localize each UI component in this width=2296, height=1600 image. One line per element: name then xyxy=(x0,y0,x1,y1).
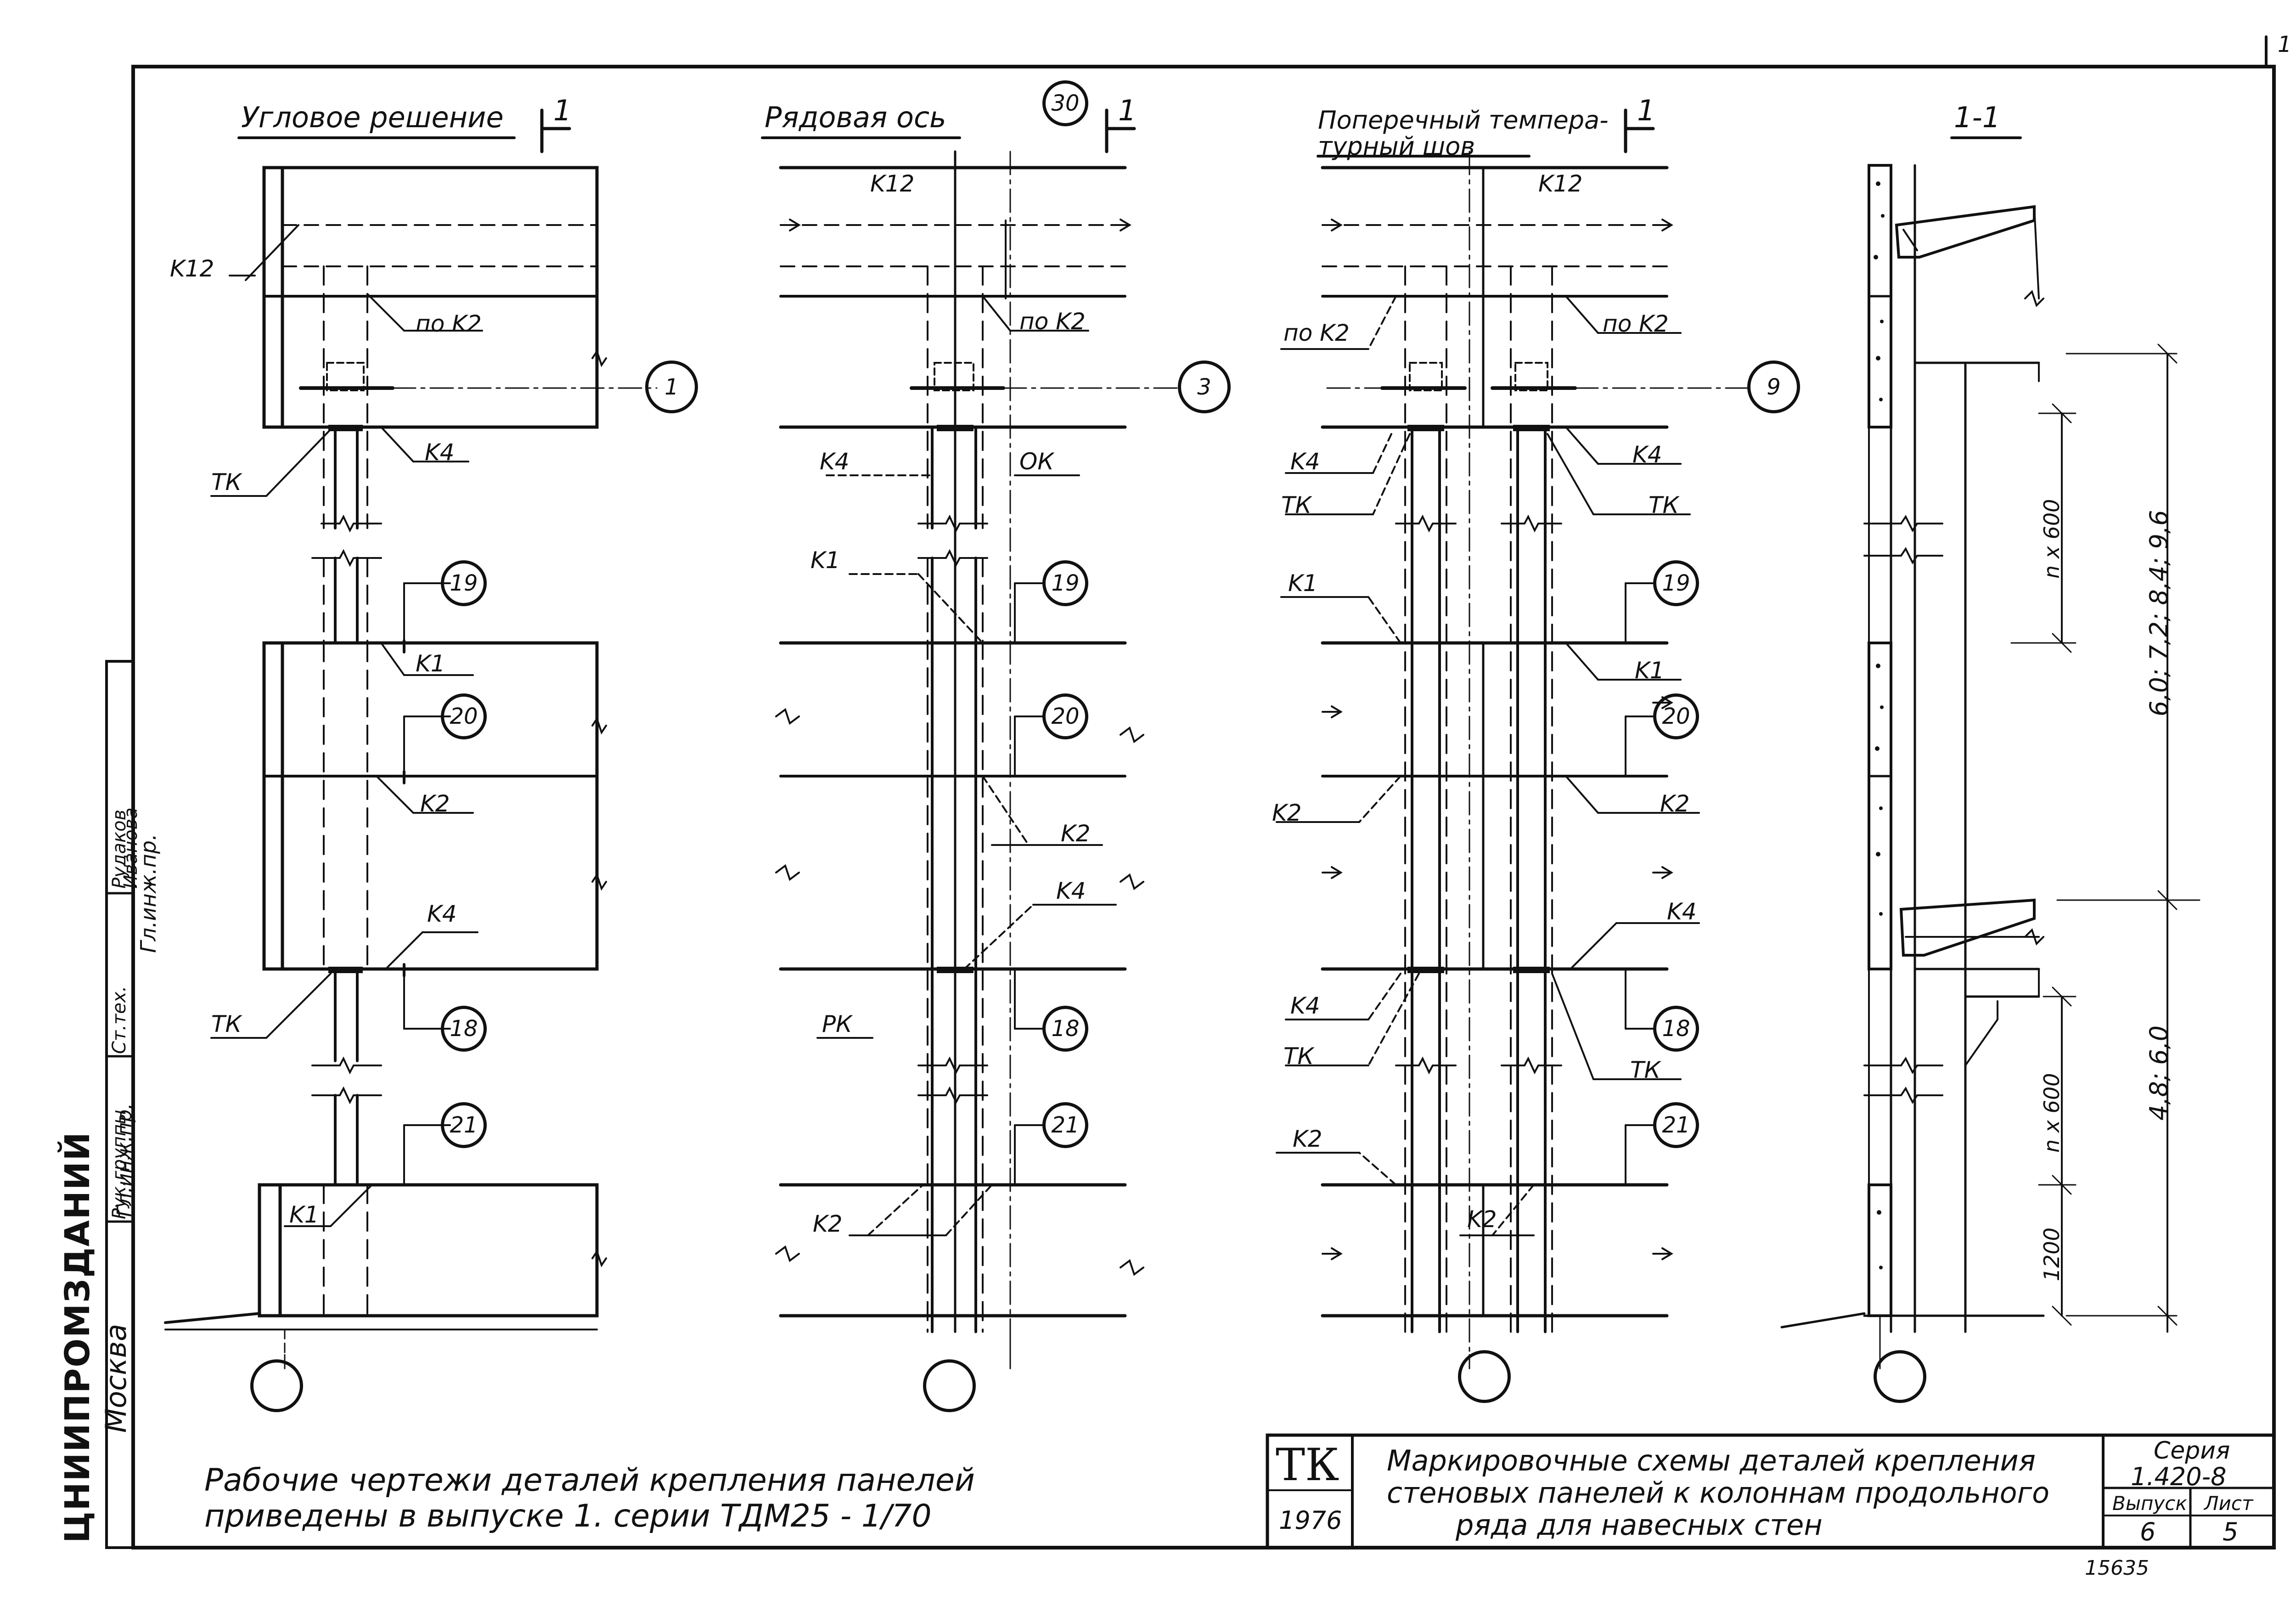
label-tk-expansion-right-2: ТК xyxy=(1630,1057,1661,1083)
expansion-title-line1: Поперечный темпера- xyxy=(1318,106,1609,135)
label-k12-row: K12 xyxy=(870,170,915,197)
stamp-number: 15635 xyxy=(2085,1556,2149,1580)
axis-circle-bottom-1 xyxy=(250,1359,303,1412)
label-k4-expansion-right: K4 xyxy=(1632,441,1662,468)
row-axis-ref-circle: 30 xyxy=(1042,80,1088,126)
label-k12-expansion: K12 xyxy=(1538,170,1583,197)
corner-mark: 1 xyxy=(2278,32,2292,57)
label-k4-corner: K4 xyxy=(425,439,455,466)
label-tk-expansion-left-2: ТК xyxy=(1283,1043,1314,1070)
sheet-label: Лист xyxy=(2204,1492,2253,1515)
section-view-title: 1-1 xyxy=(1954,101,2001,134)
label-k2-expansion-left: K2 xyxy=(1272,800,1302,826)
organization-name: ЦНИИПРОМЗДАНИЙ xyxy=(58,1131,97,1543)
sheet-value: 5 xyxy=(2223,1517,2239,1546)
label-k1-corner-2: K1 xyxy=(289,1201,319,1228)
callout-20-corner: 20 xyxy=(441,693,487,739)
label-rk-row: РК xyxy=(822,1011,852,1037)
row-cut-mark: 1 xyxy=(1118,94,1137,127)
label-k4-row: K4 xyxy=(820,448,850,475)
title-line-1: Маркировочные схемы деталей крепления xyxy=(1387,1444,2036,1477)
dim-range-upper: 6,0; 7,2; 8,4; 9,6 xyxy=(2144,510,2173,716)
dim-1200: 1200 xyxy=(2039,1227,2064,1281)
label-k2-expansion-center: K2 xyxy=(1467,1206,1497,1233)
sig-name-2: Иванова xyxy=(120,807,141,889)
axis-circle-bottom-2 xyxy=(923,1359,976,1412)
expansion-cut-mark: 1 xyxy=(1637,94,1655,127)
dim-n600-upper: n x 600 xyxy=(2039,499,2064,579)
label-tk-expansion-right: ТК xyxy=(1649,492,1679,518)
drawing-note: Рабочие чертежи деталей крепления панеле… xyxy=(204,1462,975,1535)
expansion-title-line2: турный шов xyxy=(1318,132,1475,161)
label-k4-expansion-left: K4 xyxy=(1290,448,1320,475)
axis-circle-bottom-4 xyxy=(1874,1350,1926,1403)
callout-21-expansion: 21 xyxy=(1653,1102,1699,1148)
note-line-2: приведены в выпуске 1. серии ТДМ25 - 1/7… xyxy=(204,1498,932,1535)
corner-cut-mark: 1 xyxy=(553,94,572,127)
title-line-2: стеновых панелей к колоннам продольного xyxy=(1387,1476,2050,1510)
label-k1-expansion-right: K1 xyxy=(1635,657,1665,684)
callout-18-corner: 18 xyxy=(441,1006,487,1052)
label-ok-row: ОК xyxy=(1019,448,1054,475)
series-value: 1.420-8 xyxy=(2131,1462,2227,1491)
label-k1-expansion-left: K1 xyxy=(1288,570,1318,597)
label-k1-corner: K1 xyxy=(416,650,445,677)
label-tk-corner-2: ТК xyxy=(211,1011,242,1037)
corner-view xyxy=(164,108,658,1369)
callout-18-expansion: 18 xyxy=(1653,1006,1699,1052)
callout-19-corner: 19 xyxy=(441,560,487,606)
label-pok2-corner: по K2 xyxy=(416,310,482,337)
title-line-3: ряда для навесных стен xyxy=(1456,1508,1823,1542)
label-k4-corner-2: K4 xyxy=(427,901,457,927)
expansion-view xyxy=(1276,108,1750,1369)
label-k4-expansion-right-2: K4 xyxy=(1667,898,1697,925)
sig-pos-1: Ст.тех. xyxy=(109,986,130,1054)
label-k2-corner: K2 xyxy=(420,790,450,817)
dim-range-lower: 4,8; 6,0 xyxy=(2144,1025,2173,1121)
series-label: Серия xyxy=(2154,1437,2230,1465)
callout-21-corner: 21 xyxy=(441,1102,487,1148)
label-k4-expansion-left-2: K4 xyxy=(1290,992,1320,1019)
label-k2-expansion-right: K2 xyxy=(1660,790,1690,817)
label-k2-row: K2 xyxy=(1061,820,1091,847)
sig-role-3: Рук.группы xyxy=(109,1110,130,1219)
issue-value: 6 xyxy=(2140,1517,2156,1546)
dim-n600-lower: n x 600 xyxy=(2039,1073,2064,1153)
issue-label: Выпуск xyxy=(2112,1492,2187,1515)
axis-circle-1: 1 xyxy=(645,361,698,413)
label-tk-expansion-left: ТК xyxy=(1281,492,1312,518)
organization-city: Москва xyxy=(99,1324,133,1433)
row-view-title: Рядовая ось xyxy=(765,101,946,134)
callout-20-row: 20 xyxy=(1042,693,1088,739)
row-view xyxy=(761,108,1181,1369)
axis-circle-3: 3 xyxy=(1178,361,1231,413)
label-k4-row-2: K4 xyxy=(1056,878,1086,904)
label-pok2-expansion-left: по K2 xyxy=(1283,320,1350,346)
label-pok2-row: по K2 xyxy=(1019,308,1086,335)
title-block-code: ТК xyxy=(1276,1439,1339,1491)
note-line-1: Рабочие чертежи деталей крепления панеле… xyxy=(204,1462,975,1499)
corner-view-title: Угловое решение xyxy=(241,101,504,134)
title-block-frame xyxy=(1266,1433,2276,1549)
label-k1-row: K1 xyxy=(810,547,840,574)
callout-20-expansion: 20 xyxy=(1653,693,1699,739)
label-k2-row-2: K2 xyxy=(813,1211,843,1237)
axis-circle-bottom-3 xyxy=(1458,1350,1511,1403)
callout-21-row: 21 xyxy=(1042,1102,1088,1148)
callout-19-row: 19 xyxy=(1042,560,1088,606)
label-tk-corner: ТК xyxy=(211,469,242,496)
callout-19-expansion: 19 xyxy=(1653,560,1699,606)
label-pok2-expansion-right: по K2 xyxy=(1603,310,1669,337)
label-k12-corner: K12 xyxy=(170,255,214,282)
title-block-year: 1976 xyxy=(1279,1506,1342,1535)
callout-18-row: 18 xyxy=(1042,1006,1088,1052)
axis-circle-9: 9 xyxy=(1747,361,1800,413)
label-k2-expansion-left-2: K2 xyxy=(1293,1126,1322,1152)
section-view xyxy=(1780,136,2200,1369)
